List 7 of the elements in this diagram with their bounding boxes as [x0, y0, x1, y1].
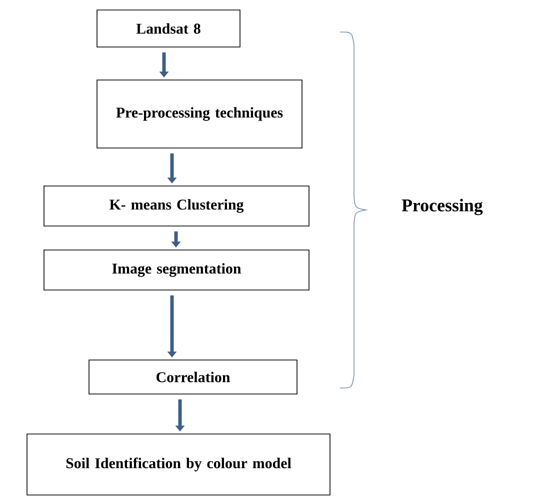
group-label: Processing: [402, 198, 483, 216]
process-box: K- means Clustering: [44, 186, 310, 226]
process-box: Soil Identification by colour model: [26, 434, 330, 496]
process-box: Correlation: [88, 360, 298, 394]
process-box: Image segmentation: [44, 250, 310, 290]
process-box: Landsat 8: [96, 10, 240, 48]
process-box: Pre-processing techniques: [96, 80, 302, 148]
